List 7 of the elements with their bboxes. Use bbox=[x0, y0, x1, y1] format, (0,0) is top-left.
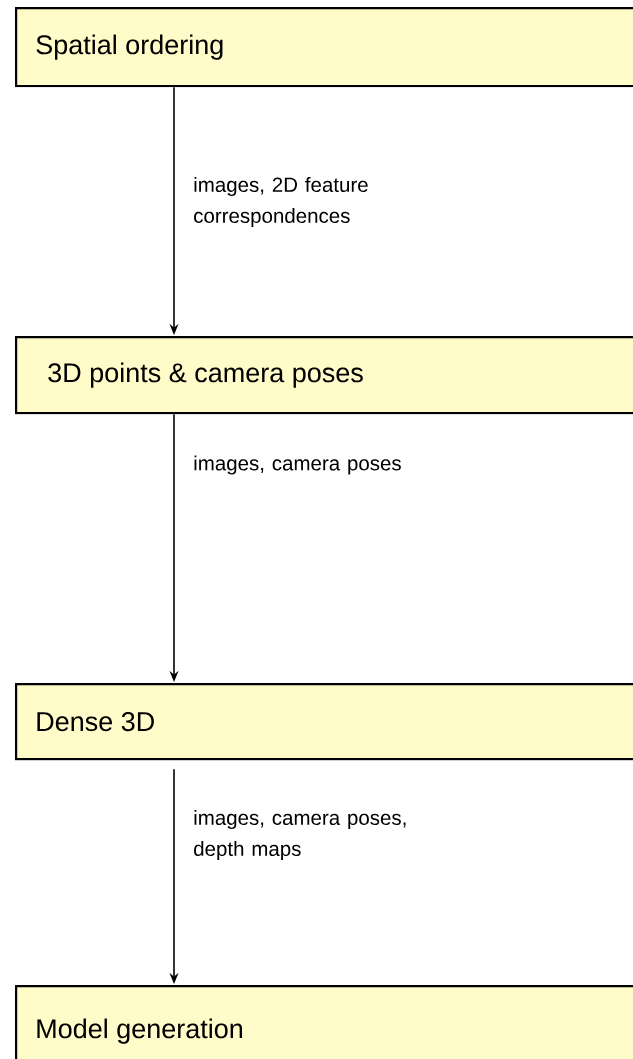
process-box: Dense 3D bbox=[15, 683, 633, 761]
process-box: 3D points & camera poses bbox=[15, 336, 633, 415]
edge-label: images, camera poses, depth maps bbox=[194, 809, 406, 861]
edge-label: images, camera poses bbox=[194, 455, 401, 475]
edge-label: images, 2D feature correspondences bbox=[194, 176, 368, 228]
process-box: Spatial ordering bbox=[15, 7, 633, 88]
process-box: Model generation bbox=[15, 985, 633, 1059]
